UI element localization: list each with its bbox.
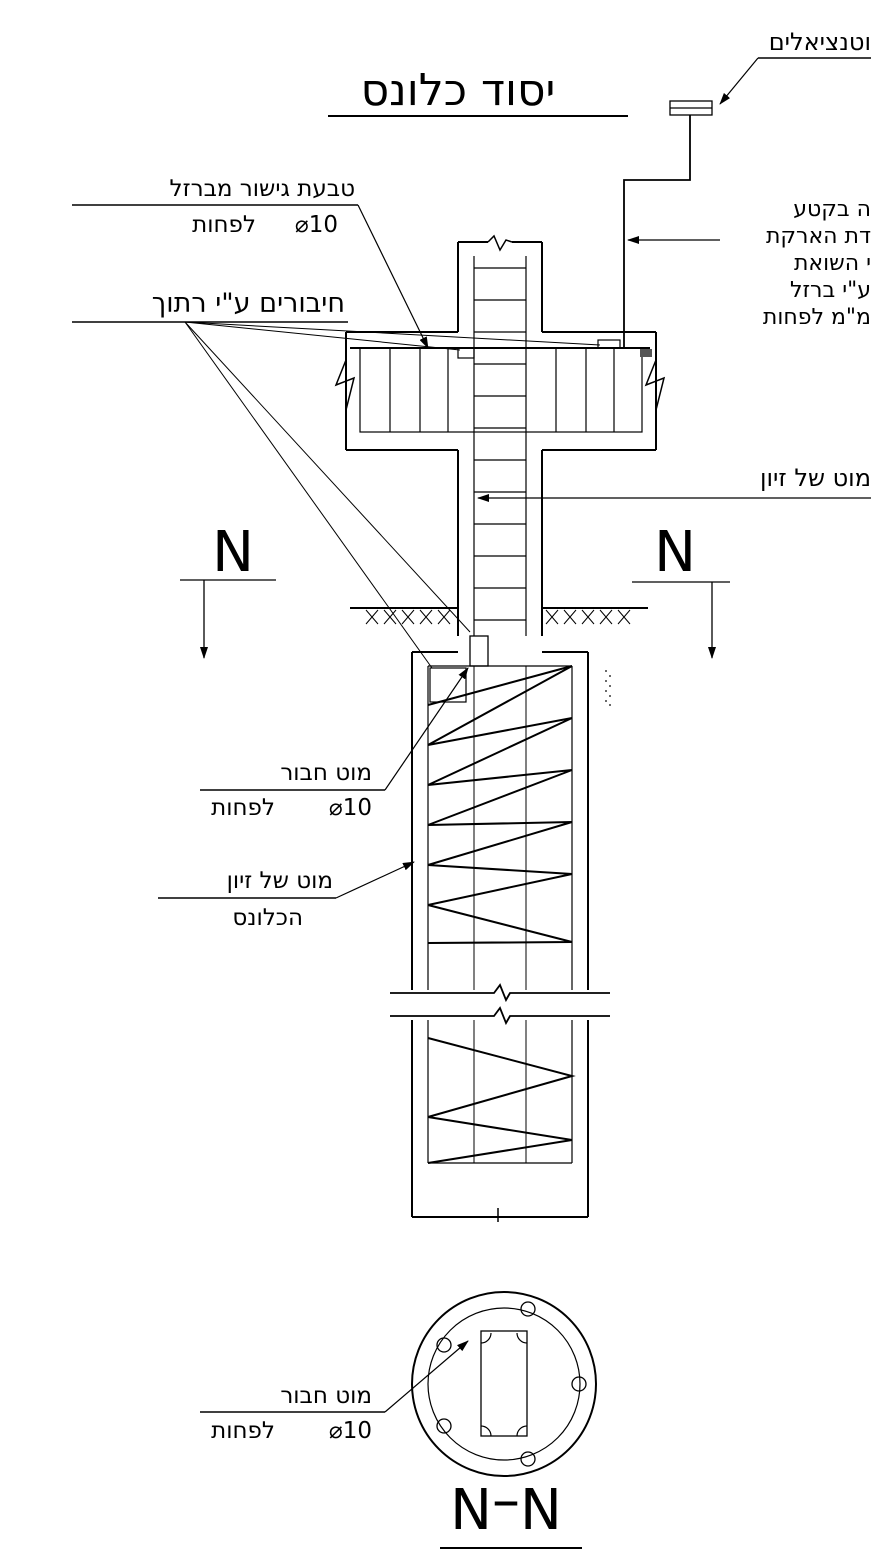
top-right-leader [719,57,759,105]
column-stub [457,234,543,332]
pile-cap [334,331,666,451]
ground-line-left [350,607,458,625]
svg-text:N: N [654,516,696,581]
connection-rod-label: מוט חבור [280,760,372,786]
bonding-ring-leader [357,204,429,349]
section-mark-left: N [180,516,276,659]
drawing-title: יסוד כלונס [361,65,556,116]
svg-text:N: N [212,516,254,581]
section-view [411,1291,597,1477]
svg-text:דת הארקת: דת הארקת [766,224,871,249]
section-connection-rod-leader [384,1340,469,1413]
top-right-label: וטנציאלים [769,28,871,56]
svg-text:ה בקטע: ה בקטע [793,197,871,222]
bonding-ring-label: טבעת גישור מברזל [170,176,355,202]
concrete-dots [605,670,611,706]
break-lines [390,983,610,1026]
pile-rebar-leader [335,861,415,899]
pile-rebar-sublabel: הכלונס [232,905,303,931]
bonding-ring-diameter: ⌀10 [295,212,338,238]
weld-connections-label: חיבורים ע"י רתוך [152,288,345,319]
right-note: ה בקטע דת הארקת י השואת ע"י ברזל מ"מ לפח… [763,197,871,330]
svg-text:מ"מ לפחות: מ"מ לפחות [763,305,871,330]
pile-rebar-label: מוט של זיון [227,868,333,894]
rebar-rod-label: מוט של זיון [760,464,871,492]
connection-rod-sublabel: לפחות [211,795,275,821]
section-connection-rod-diameter: ⌀10 [329,1418,372,1444]
ground-line-right [542,607,648,625]
pile-body [411,651,589,1222]
section-mark-right: N [632,516,730,659]
spiral-reinforcement-lower [427,1037,576,1164]
section-connection-rod-sublabel: לפחות [211,1418,275,1444]
section-connection-rod-label: מוט חבור [280,1383,372,1409]
svg-text:ע"י ברזל: ע"י ברזל [790,278,871,303]
column [457,256,543,636]
connection-bar [469,635,489,667]
grounding-terminal-icon [669,100,713,116]
section-title: N–N [450,1474,562,1539]
bonding-ring-sublabel: לפחות [192,212,256,238]
connection-rod-diameter: ⌀10 [329,795,372,821]
grounding-wire [623,115,691,348]
weld-leaders [184,321,601,669]
spiral-reinforcement-upper [427,665,573,944]
svg-text:י השואת: י השואת [794,251,871,276]
connection-rod-leader [384,667,469,791]
